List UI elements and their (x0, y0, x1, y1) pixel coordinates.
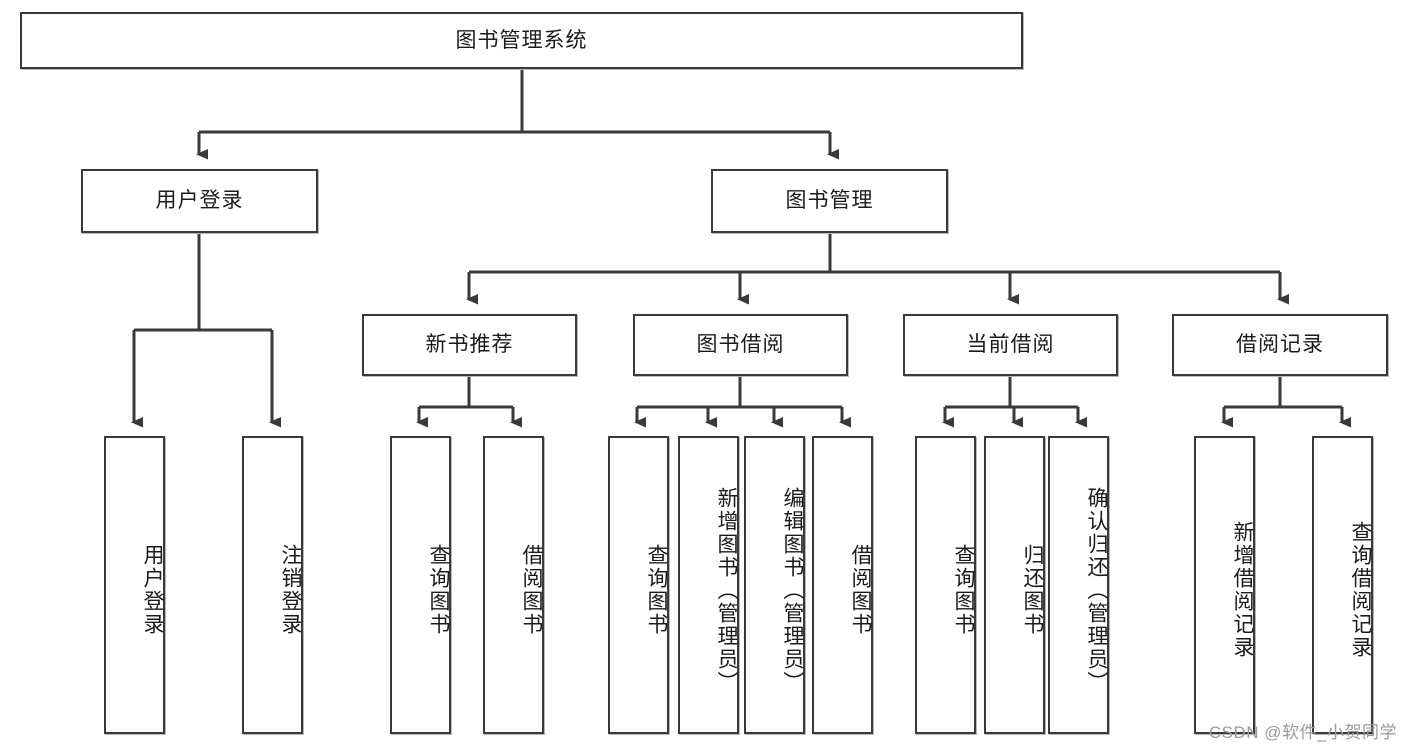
leaf-borrow-query-book[interactable]: 查询图书 (608, 436, 669, 734)
node-borrow-record[interactable]: 借阅记录 (1172, 314, 1388, 376)
node-label: 新增借阅记录 (1231, 521, 1254, 659)
node-label: 借阅图书 (849, 544, 872, 636)
node-label: 借阅图书 (520, 544, 543, 636)
node-label: 用户登录 (141, 544, 164, 636)
leaf-record-add-record[interactable]: 新增借阅记录 (1194, 436, 1255, 734)
node-book-management[interactable]: 图书管理 (711, 169, 948, 233)
node-label: 归还图书 (1021, 544, 1044, 636)
leaf-current-return-book[interactable]: 归还图书 (984, 436, 1045, 734)
node-label: 注销登录 (279, 544, 302, 636)
node-label: 当前借阅 (966, 333, 1055, 357)
node-label: 图书管理 (785, 189, 874, 213)
csdn-watermark: CSDN @软件_小贺同学 (1208, 723, 1397, 742)
leaf-borrow-borrow-book[interactable]: 借阅图书 (812, 436, 873, 734)
node-label: 新增图书（管理员） (715, 486, 738, 694)
node-label: 查询图书 (427, 544, 450, 636)
node-label: 查询图书 (645, 544, 668, 636)
node-label: 确认归还（管理员） (1085, 486, 1108, 694)
node-root-system[interactable]: 图书管理系统 (20, 12, 1023, 69)
node-label: 新书推荐 (425, 333, 514, 357)
leaf-borrow-edit-book-admin[interactable]: 编辑图书（管理员） (744, 436, 805, 734)
leaf-recommend-borrow-book[interactable]: 借阅图书 (483, 436, 544, 734)
node-label: 编辑图书（管理员） (781, 486, 804, 694)
node-label: 借阅记录 (1236, 333, 1324, 357)
leaf-record-query-record[interactable]: 查询借阅记录 (1312, 436, 1373, 734)
node-label: 查询图书 (952, 544, 975, 636)
node-label: 图书管理系统 (455, 28, 588, 52)
node-user-login[interactable]: 用户登录 (81, 169, 318, 233)
leaf-current-confirm-return-admin[interactable]: 确认归还（管理员） (1048, 436, 1109, 734)
node-label: 用户登录 (155, 189, 244, 213)
leaf-user-login-logout[interactable]: 注销登录 (242, 436, 303, 734)
leaf-current-query-book[interactable]: 查询图书 (915, 436, 976, 734)
leaf-borrow-add-book-admin[interactable]: 新增图书（管理员） (678, 436, 739, 734)
leaf-recommend-query-book[interactable]: 查询图书 (390, 436, 451, 734)
node-label: 查询借阅记录 (1349, 521, 1372, 659)
node-label: 图书借阅 (696, 333, 785, 357)
node-new-book-recommend[interactable]: 新书推荐 (362, 314, 577, 376)
leaf-user-login-login[interactable]: 用户登录 (104, 436, 165, 734)
node-book-borrow[interactable]: 图书借阅 (633, 314, 848, 376)
node-current-borrow[interactable]: 当前借阅 (903, 314, 1118, 376)
